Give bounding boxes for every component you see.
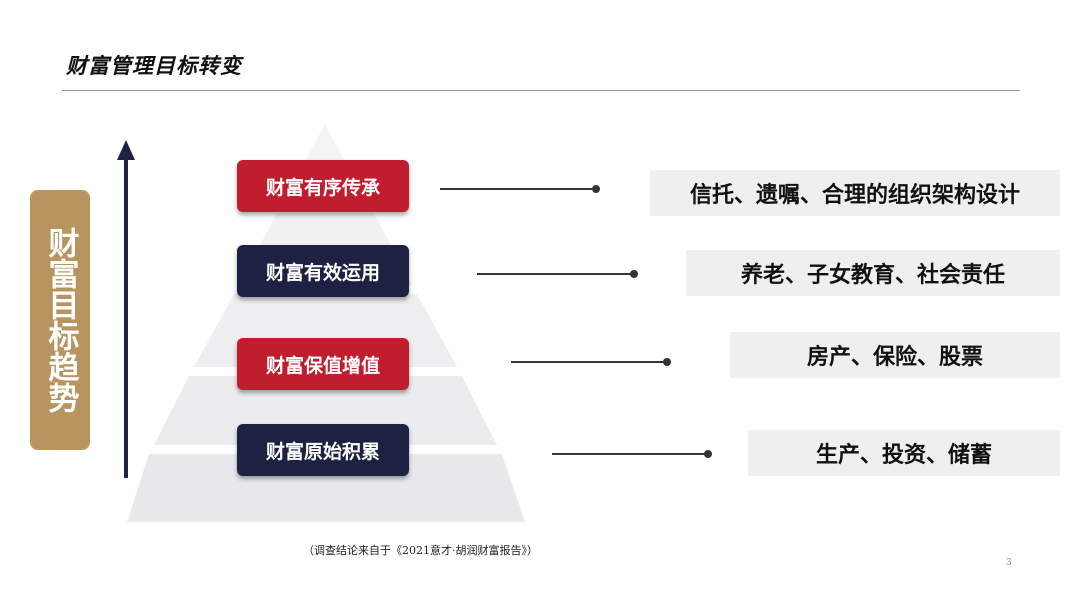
connector-dot-1 [592, 185, 600, 193]
connector-line-4 [552, 453, 706, 455]
level-wealth-inheritance: 财富有序传承 [237, 160, 409, 212]
connector-line-3 [511, 361, 665, 363]
connector-line-2 [477, 273, 631, 275]
detail-box-preservation: 房产、保险、股票 [730, 332, 1060, 378]
trend-label-text: 财富目标趋势 [42, 227, 79, 413]
page-title: 财富管理目标转变 [66, 54, 242, 78]
title-divider [62, 90, 1020, 91]
source-note: （调查结论来自于《2021意才·胡润财富报告》） [303, 544, 538, 557]
connector-line-1 [440, 188, 592, 190]
level-wealth-accumulation: 财富原始积累 [237, 424, 409, 476]
connector-dot-3 [663, 358, 671, 366]
connector-dot-2 [630, 270, 638, 278]
level-wealth-preservation: 财富保值增值 [237, 338, 409, 390]
detail-box-accumulation: 生产、投资、储蓄 [748, 430, 1060, 476]
connector-dot-4 [704, 450, 712, 458]
detail-box-utilization: 养老、子女教育、社会责任 [686, 250, 1060, 296]
pyramid-tier-base [127, 454, 525, 522]
page-number: 3 [1006, 558, 1012, 568]
trend-label-badge: 财富目标趋势 [30, 190, 90, 450]
detail-box-inheritance: 信托、遗嘱、合理的组织架构设计 [650, 170, 1060, 216]
level-wealth-utilization: 财富有效运用 [237, 245, 409, 297]
